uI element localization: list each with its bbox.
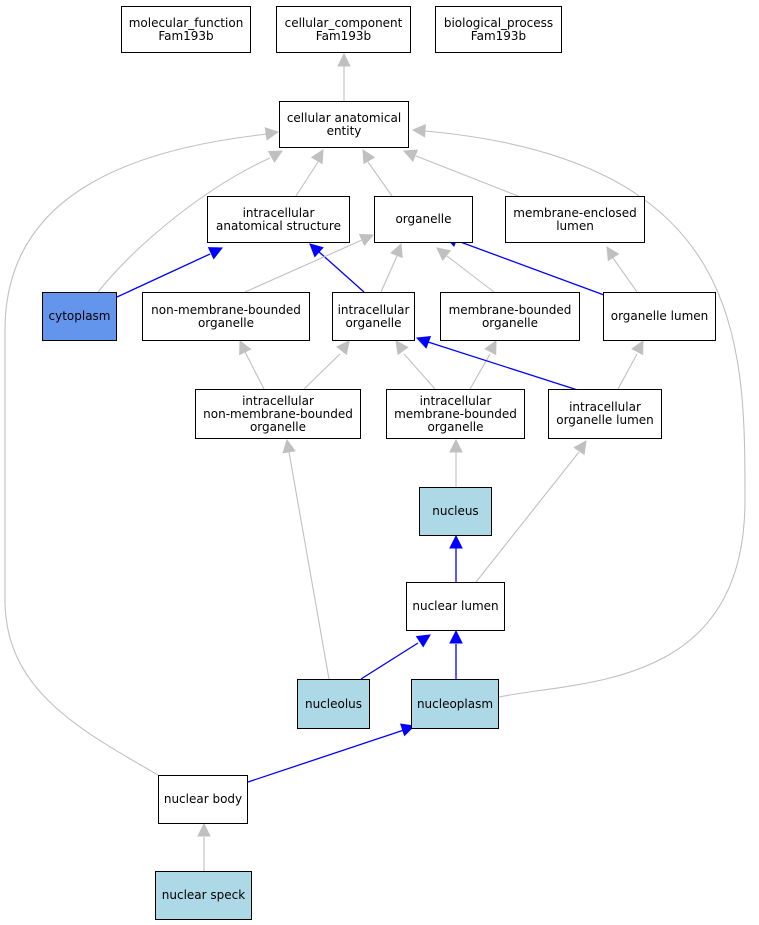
edge-org-to-cae [362,149,393,197]
edge-inmbo-to-nmbo [239,339,265,390]
edge-cae-to-cc [337,52,351,101]
edge-nb-to-nucleoplasm [247,723,416,783]
edge-nl-to-iol [475,440,587,583]
node-molecular-function[interactable]: molecular_function Fam193b [121,6,251,53]
node-non-membrane-bounded-organelle[interactable]: non-membrane-bounded organelle [142,292,310,341]
edge-nb-to-cae [4,127,280,776]
edge-ns-to-nb [197,822,211,871]
edge-cyt-to-cae [97,150,283,293]
edge-nucleolus-to-inmbo [282,438,330,680]
node-cytoplasm[interactable]: cytoplasm [42,292,117,341]
edge-io-to-ias [309,243,365,293]
edge-iol-to-io [415,336,591,395]
edge-imbo-to-mbo [469,340,497,390]
node-intracellular-organelle-lumen[interactable]: intracellular organelle lumen [548,389,662,439]
node-nucleolus[interactable]: nucleolus [297,679,370,729]
edge-imbo-to-io [395,340,436,390]
node-intracellular-membrane-bounded-organelle[interactable]: intracellular membrane-bounded organelle [386,389,525,439]
edge-ol-to-org [443,234,605,296]
edge-nucleolus-to-nl [360,634,431,680]
edge-mbo-to-org [436,247,495,293]
node-nuclear-body[interactable]: nuclear body [158,775,248,824]
edge-nuc-to-imbo [449,438,463,487]
node-nucleoplasm[interactable]: nucleoplasm [411,679,499,729]
edge-cyt-to-ias [116,247,224,298]
node-intracellular-organelle[interactable]: intracellular organelle [332,292,415,341]
edge-mel-to-cae [402,149,519,197]
node-nuclear-speck[interactable]: nuclear speck [155,871,252,920]
edge-nmbo-to-org [244,233,375,293]
node-organelle[interactable]: organelle [374,196,473,243]
edge-iol-to-ol [617,340,644,390]
node-nucleus[interactable]: nucleus [419,487,492,536]
edge-io-to-org [380,242,403,293]
edge-inmbo-to-io [303,340,350,390]
edge-ol-to-mel [606,246,638,293]
edge-ias-to-cae [295,149,324,197]
node-cellular-component[interactable]: cellular_component Fam193b [276,6,411,53]
edge-nl-to-nuc [449,534,463,582]
node-nuclear-lumen[interactable]: nuclear lumen [406,582,505,631]
node-cellular-anatomical-entity[interactable]: cellular anatomical entity [279,101,409,148]
node-intracellular-non-membrane-bounded-organelle[interactable]: intracellular non-membrane-bounded organ… [195,389,361,439]
edge-nucleoplasm-to-cae [411,123,746,698]
edge-nucleoplasm-to-nl [449,629,463,679]
node-intracellular-anatomical-structure[interactable]: intracellular anatomical structure [207,196,350,243]
node-membrane-enclosed-lumen[interactable]: membrane-enclosed lumen [505,196,645,243]
node-membrane-bounded-organelle[interactable]: membrane-bounded organelle [440,292,580,341]
node-organelle-lumen[interactable]: organelle lumen [603,292,716,341]
node-biological-process[interactable]: biological_process Fam193b [435,6,562,53]
